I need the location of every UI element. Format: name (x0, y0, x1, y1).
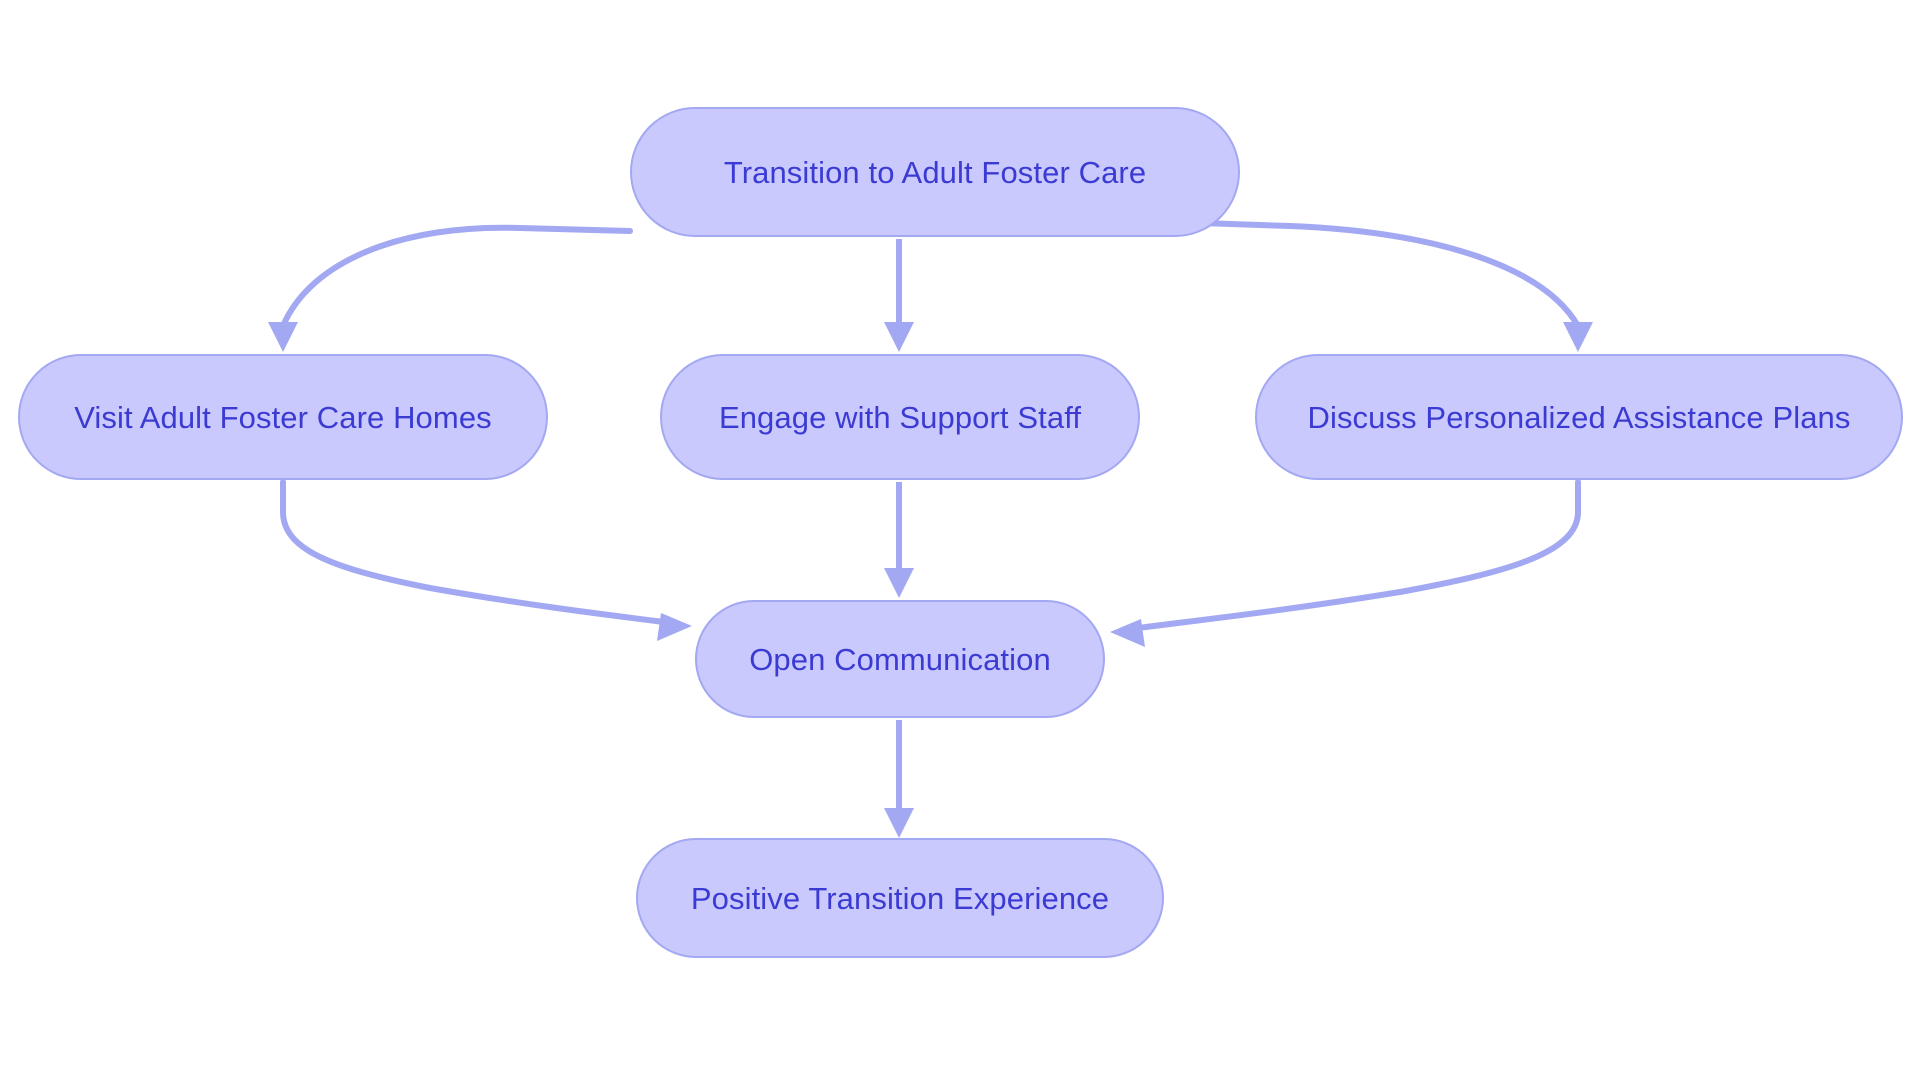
node-discuss-personalized-assistance-plans[interactable]: Discuss Personalized Assistance Plans (1255, 354, 1903, 480)
edge-transition-to-assistance-plans (1169, 219, 1593, 352)
edge-support-staff-to-open-communication (884, 482, 914, 598)
edge-assistance-plans-to-open-communication (1110, 479, 1581, 647)
node-label: Visit Adult Foster Care Homes (74, 399, 492, 435)
node-label: Positive Transition Experience (690, 880, 1110, 916)
node-engage-with-support-staff[interactable]: Engage with Support Staff (660, 354, 1140, 480)
node-open-communication[interactable]: Open Communication (695, 600, 1105, 718)
edge-visit-homes-to-open-communication (280, 479, 692, 641)
node-label: Open Communication (749, 641, 1051, 677)
node-transition-to-adult-foster-care[interactable]: Transition to Adult Foster Care (630, 107, 1240, 237)
node-positive-transition-experience[interactable]: Positive Transition Experience (636, 838, 1164, 958)
node-label: Discuss Personalized Assistance Plans (1307, 399, 1851, 435)
edge-transition-to-visit-homes (268, 224, 633, 352)
node-visit-adult-foster-care-homes[interactable]: Visit Adult Foster Care Homes (18, 354, 548, 480)
node-label: Engage with Support Staff (718, 399, 1082, 435)
edge-transition-to-support-staff (884, 239, 914, 352)
edge-open-communication-to-positive-experience (884, 720, 914, 838)
node-label: Transition to Adult Foster Care (723, 154, 1147, 190)
